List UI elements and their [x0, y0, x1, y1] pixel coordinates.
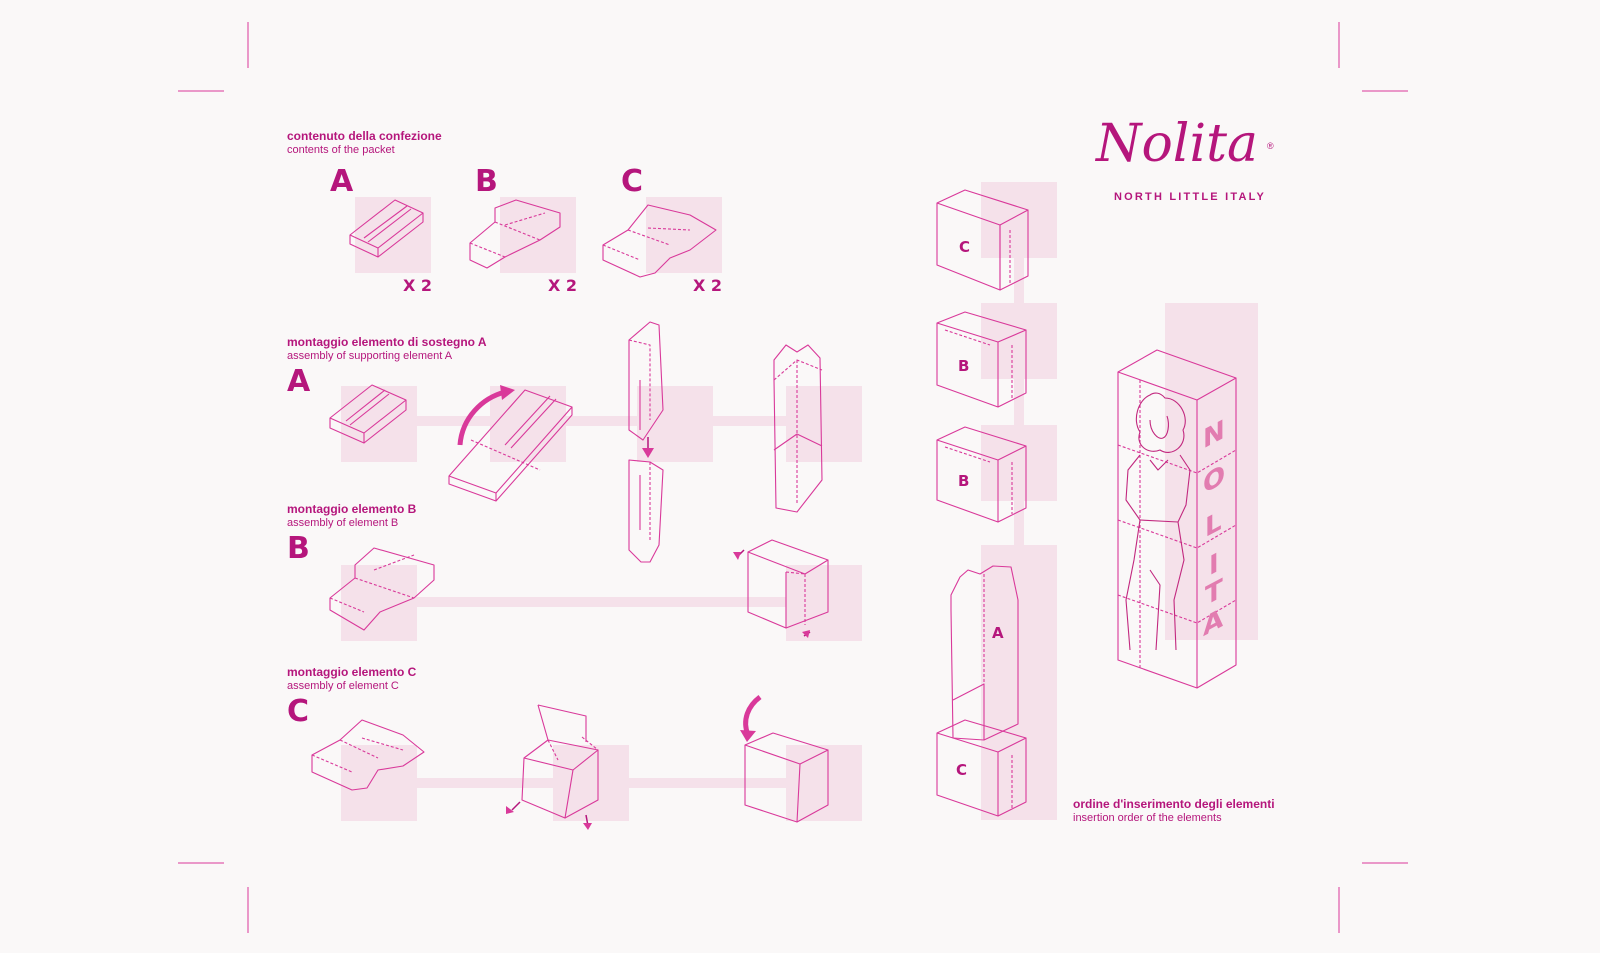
- order-label-b-2: B: [958, 472, 970, 490]
- contents-title-en: contents of the packet: [287, 144, 395, 156]
- assembly-c-letter: C: [287, 694, 310, 729]
- order-label-c-bottom: C: [956, 761, 968, 779]
- assembly-b-title-en: assembly of element B: [287, 517, 399, 529]
- assembly-c-title-en: assembly of element C: [287, 680, 399, 692]
- brand-tagline: NORTH LITTLE ITALY: [1114, 191, 1267, 203]
- assembly-a-step3-top: [628, 321, 664, 441]
- connector-bars: [417, 258, 1024, 788]
- assembly-a-step1: [329, 384, 407, 444]
- contents-qty-c: X 2: [693, 276, 723, 295]
- assembly-a-step2: [448, 389, 573, 502]
- order-label-c-top: C: [959, 238, 971, 256]
- order-box-c-top: [936, 189, 1029, 291]
- contents-qty-a: X 2: [403, 276, 433, 295]
- order-label-a: A: [992, 624, 1004, 642]
- piece-b-flat: [469, 199, 561, 269]
- piece-a-flat: [349, 199, 424, 258]
- contents-letter-a: A: [330, 164, 354, 199]
- order-box-c-bottom: [936, 719, 1027, 817]
- assembly-b-flat: [329, 547, 435, 631]
- arrow-heads: [500, 385, 810, 830]
- piece-c-flat: [602, 204, 717, 278]
- assembly-c-flat: [311, 719, 425, 791]
- order-label-b-1: B: [958, 357, 970, 375]
- assembly-a-title-en: assembly of supporting element A: [287, 350, 453, 362]
- assembly-b-letter: B: [287, 531, 310, 566]
- assembly-b-title-it: montaggio elemento B: [287, 502, 417, 516]
- assembly-c-closed-box: [744, 732, 829, 823]
- registered-mark: ®: [1267, 141, 1274, 151]
- assembly-a-step3-bottom: [628, 459, 664, 563]
- woman-illustration: [1125, 392, 1191, 651]
- brand-logo: Nolita: [1096, 114, 1258, 174]
- contents-letter-c: C: [621, 164, 644, 199]
- assembly-b-box: [747, 539, 829, 629]
- assembly-c-title-it: montaggio elemento C: [287, 665, 417, 679]
- assembled-display: [1117, 349, 1237, 689]
- crop-marks: [178, 22, 1408, 933]
- order-box-b-1: [936, 311, 1027, 408]
- assembly-a-result: [773, 344, 823, 513]
- assembly-a-title-it: montaggio elemento di sostegno A: [287, 335, 487, 349]
- contents-letter-b: B: [475, 164, 498, 199]
- contents-qty-b: X 2: [548, 276, 578, 295]
- contents-title-it: contenuto della confezione: [287, 129, 442, 143]
- order-element-a: [950, 565, 1019, 741]
- assembly-c-open-box: [521, 704, 599, 819]
- assembly-a-letter: A: [287, 364, 311, 399]
- order-title-en: insertion order of the elements: [1073, 812, 1222, 824]
- background-pads: [341, 182, 1258, 821]
- order-box-b-2: [936, 426, 1027, 523]
- order-title-it: ordine d'inserimento degli elementi: [1073, 797, 1275, 811]
